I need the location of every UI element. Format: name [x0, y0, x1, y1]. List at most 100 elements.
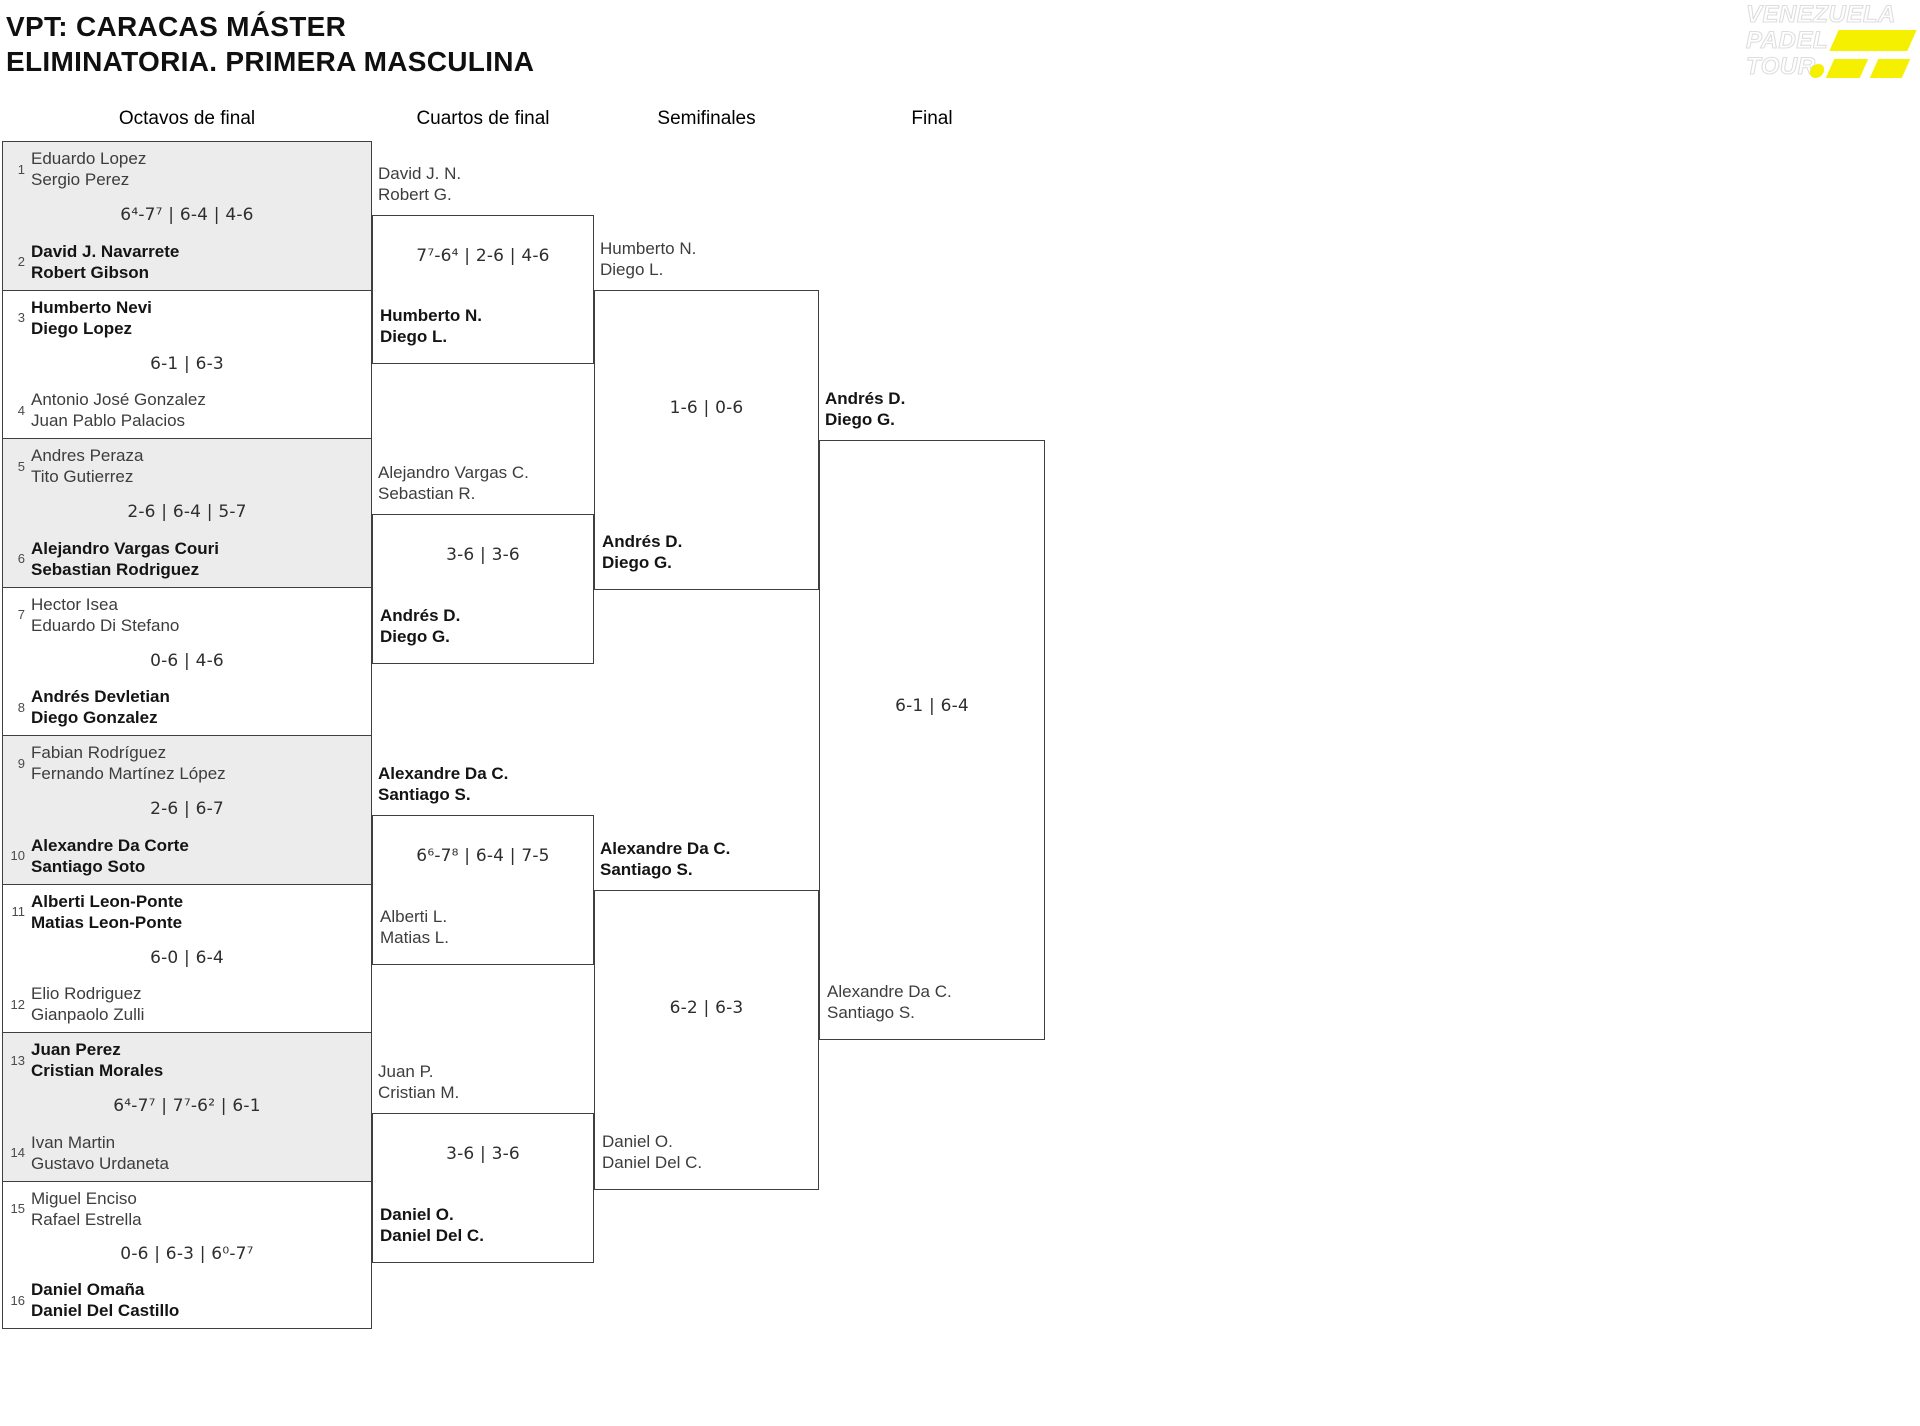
team-names: Hector Isea Eduardo Di Stefano: [31, 594, 180, 635]
match-score: 1-6 | 0-6: [669, 398, 744, 418]
advancing-team-label: Daniel O. Daniel Del C.: [380, 1205, 484, 1245]
cuartos-match-2-box: 3-6 | 3-6 Andrés D. Diego G.: [372, 514, 594, 664]
match-score: 7⁷-6⁴ | 2-6 | 4-6: [416, 246, 550, 266]
team-pair: 3 Humberto Nevi Diego Lopez: [3, 297, 371, 339]
advancing-team-label: Humberto N. Diego L.: [380, 306, 482, 346]
team-pair: 4 Antonio José Gonzalez Juan Pablo Palac…: [3, 389, 371, 431]
match-score: 2-6 | 6-4 | 5-7: [127, 502, 247, 523]
advancing-team-label: Andrés D. Diego G.: [380, 606, 461, 646]
cuartos-match-1-box: 7⁷-6⁴ | 2-6 | 4-6 Humberto N. Diego L.: [372, 215, 594, 364]
team-pair: 8 Andrés Devletian Diego Gonzalez: [3, 686, 371, 728]
team-names: Andres Peraza Tito Gutierrez: [31, 446, 144, 486]
semifinal-1-box: 1-6 | 0-6 Andrés D. Diego G.: [594, 290, 819, 590]
seed-number: 4: [17, 402, 25, 418]
team-names: David J. Navarrete Robert Gibson: [31, 241, 180, 282]
seed-number: 10: [10, 848, 25, 863]
seed-number: 3: [17, 310, 25, 325]
match-score: 6-2 | 6-3: [669, 998, 744, 1018]
bracket-subtitle: ELIMINATORIA. PRIMERA MASCULINA: [6, 46, 535, 77]
advancing-team-label: Juan P. Cristian M.: [378, 1062, 460, 1102]
seed-number: 1: [17, 161, 25, 177]
seed-number: 16: [10, 1292, 25, 1308]
seed-number: 11: [11, 904, 26, 919]
logo-yellow-bar-icon: [1829, 30, 1917, 51]
advancing-team-label: Alexandre Da C. Santiago S.: [378, 764, 509, 804]
team-pair: 5 Andres Peraza Tito Gutierrez: [3, 445, 371, 487]
round-header-octavos: Octavos de final: [118, 108, 256, 129]
seed-number: 9: [17, 755, 25, 771]
octavos-match-7: 13 Juan Perez Cristian Morales 6⁴-7⁷ | 7…: [2, 1032, 372, 1181]
cuartos-match-3-box: 6⁶-7⁸ | 6-4 | 7-5 Alberti L. Matias L.: [372, 815, 594, 965]
team-pair: 16 Daniel Omaña Daniel Del Castillo: [3, 1279, 371, 1321]
round-header-final: Final: [911, 108, 953, 129]
round-header-cuartos: Cuartos de final: [416, 108, 550, 129]
seed-number: 15: [10, 1201, 25, 1216]
team-pair: 2 David J. Navarrete Robert Gibson: [3, 241, 371, 283]
advancing-team-label: Daniel O. Daniel Del C.: [602, 1132, 703, 1172]
team-pair: 12 Elio Rodriguez Gianpaolo Zulli: [3, 983, 371, 1025]
seed-number: 13: [10, 1052, 25, 1068]
team-pair: 10 Alexandre Da Corte Santiago Soto: [3, 835, 371, 877]
octavos-match-4: 7 Hector Isea Eduardo Di Stefano 0-6 | 4…: [2, 586, 372, 735]
octavos-match-5: 9 Fabian Rodríguez Fernando Martínez Lóp…: [2, 735, 372, 884]
team-names: Juan Perez Cristian Morales: [31, 1040, 164, 1080]
match-score: 6⁶-7⁸ | 6-4 | 7-5: [416, 846, 550, 866]
team-pair: 7 Hector Isea Eduardo Di Stefano: [3, 594, 371, 636]
team-pair: 14 Ivan Martin Gustavo Urdaneta: [3, 1132, 371, 1174]
finalist-team-label: Andrés D. Diego G.: [825, 389, 906, 429]
seed-number: 7: [17, 607, 25, 622]
advancing-team-label: David J. N. Robert G.: [378, 164, 462, 204]
page-title: VPT: CARACAS MÁSTER ELIMINATORIA. PRIMER…: [6, 9, 534, 79]
match-score: 6-1 | 6-4: [895, 696, 969, 716]
team-pair: 11 Alberti Leon-Ponte Matias Leon-Ponte: [3, 891, 371, 933]
team-names: Fabian Rodríguez Fernando Martínez López: [31, 743, 226, 783]
octavos-match-1: 1 Eduardo Lopez Sergio Perez 6⁴-7⁷ | 6-4…: [2, 141, 372, 290]
match-score: 6-0 | 6-4: [150, 947, 224, 968]
tournament-name: VPT: CARACAS MÁSTER: [6, 11, 347, 42]
match-score: 0-6 | 4-6: [150, 650, 224, 671]
cuartos-match-4-box: 3-6 | 3-6 Daniel O. Daniel Del C.: [372, 1113, 594, 1263]
seed-number: 6: [17, 551, 25, 566]
octavos-match-3: 5 Andres Peraza Tito Gutierrez 2-6 | 6-4…: [2, 438, 372, 587]
team-names: Humberto Nevi Diego Lopez: [31, 297, 152, 338]
team-names: Antonio José Gonzalez Juan Pablo Palacio…: [31, 390, 206, 430]
match-score: 2-6 | 6-7: [150, 799, 224, 820]
team-names: Alberti Leon-Ponte Matias Leon-Ponte: [31, 891, 184, 932]
octavos-match-2: 3 Humberto Nevi Diego Lopez 6-1 | 6-3 4 …: [2, 289, 372, 438]
advancing-team-label: Humberto N. Diego L.: [600, 239, 697, 279]
final-match-box: 6-1 | 6-4 Alexandre Da C. Santiago S.: [819, 440, 1045, 1040]
team-pair: 13 Juan Perez Cristian Morales: [3, 1039, 371, 1081]
seed-number: 2: [17, 254, 25, 269]
team-names: Eduardo Lopez Sergio Perez: [31, 149, 147, 189]
advancing-team-label: Andrés D. Diego G.: [602, 532, 683, 572]
seed-number: 8: [17, 699, 25, 715]
team-names: Ivan Martin Gustavo Urdaneta: [31, 1132, 169, 1173]
seed-number: 5: [17, 458, 25, 474]
octavos-match-6: 11 Alberti Leon-Ponte Matias Leon-Ponte …: [2, 883, 372, 1032]
match-score: 0-6 | 6-3 | 6⁰-7⁷: [120, 1244, 254, 1265]
match-score: 6-1 | 6-3: [150, 353, 224, 374]
venezuela-padel-tour-logo: VENEZUELA PADEL TOUR.: [1745, 1, 1920, 84]
advancing-team-label: Alexandre Da C. Santiago S.: [600, 839, 731, 879]
advancing-team-label: Alejandro Vargas C. Sebastian R.: [378, 463, 529, 503]
match-score: 6⁴-7⁷ | 7⁷-6² | 6-1: [113, 1096, 261, 1117]
match-score: 3-6 | 3-6: [446, 1144, 520, 1164]
octavos-match-8: 15 Miguel Enciso Rafael Estrella 0-6 | 6…: [2, 1180, 372, 1329]
team-names: Alexandre Da Corte Santiago Soto: [31, 835, 189, 876]
match-score: 6⁴-7⁷ | 6-4 | 4-6: [120, 205, 254, 226]
team-names: Alejandro Vargas Couri Sebastian Rodrigu…: [31, 538, 219, 579]
team-names: Elio Rodriguez Gianpaolo Zulli: [31, 984, 145, 1024]
team-pair: 15 Miguel Enciso Rafael Estrella: [3, 1188, 371, 1230]
team-names: Andrés Devletian Diego Gonzalez: [31, 687, 170, 727]
seed-number: 12: [10, 996, 25, 1012]
team-pair: 9 Fabian Rodríguez Fernando Martínez Lóp…: [3, 742, 371, 784]
round-header-semifinales: Semifinales: [657, 108, 756, 129]
finalist-team-label: Alexandre Da C. Santiago S.: [827, 982, 952, 1022]
logo-word-venezuela: VENEZUELA: [1745, 1, 1896, 28]
semifinal-2-box: 6-2 | 6-3 Daniel O. Daniel Del C.: [594, 890, 819, 1190]
advancing-team-label: Alberti L. Matias L.: [380, 907, 449, 947]
team-pair: 6 Alejandro Vargas Couri Sebastian Rodri…: [3, 538, 371, 580]
team-pair: 1 Eduardo Lopez Sergio Perez: [3, 148, 371, 190]
logo-word-padel: PADEL: [1745, 27, 1829, 54]
